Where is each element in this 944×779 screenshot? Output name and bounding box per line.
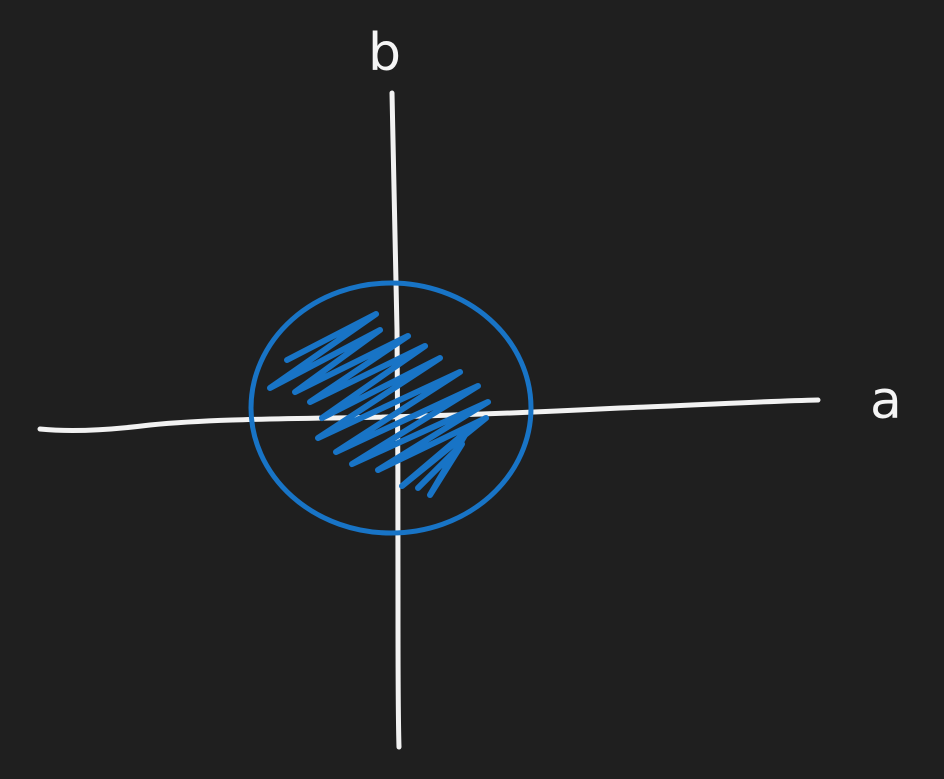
vertical-axis-label: b: [368, 23, 401, 83]
horizontal-axis: [37, 397, 821, 433]
circle-region-outline: [248, 280, 534, 536]
circle-region-shading: [267, 311, 491, 498]
horizontal-axis-label: a: [870, 371, 902, 431]
